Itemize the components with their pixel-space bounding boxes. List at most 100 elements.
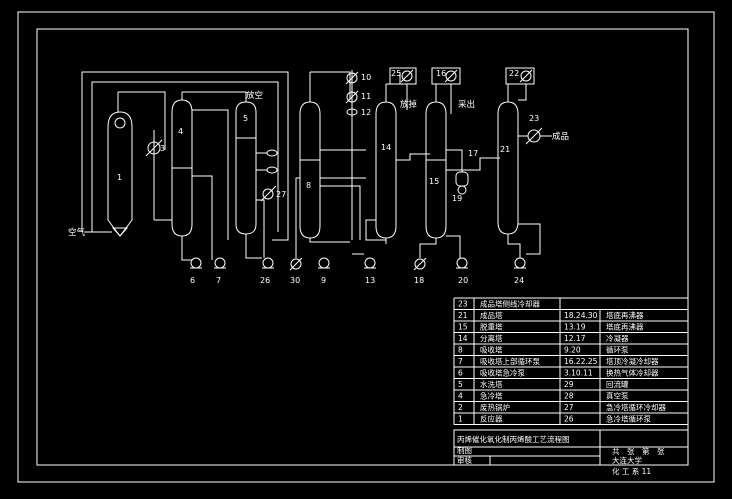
legend-cell-d: 塔底再沸器 bbox=[606, 322, 644, 332]
tower-15 bbox=[425, 84, 447, 239]
label-eq12: 12 bbox=[361, 108, 371, 117]
pump-26 bbox=[262, 257, 274, 269]
legend-cell-c: 12.17 bbox=[564, 334, 586, 343]
drum-19 bbox=[455, 171, 469, 195]
hx-3 bbox=[145, 130, 172, 221]
legend-cell-d: 真空泵 bbox=[606, 391, 629, 401]
label-eq1: 1 bbox=[117, 173, 122, 182]
legend-cell-d: 塔顶冷凝冷却器 bbox=[606, 356, 659, 366]
tower-21 bbox=[497, 84, 519, 235]
label-air: 空气 bbox=[68, 227, 86, 238]
label-vent: 放空 bbox=[246, 90, 263, 101]
pump-24 bbox=[514, 257, 526, 269]
tower-4 bbox=[171, 92, 193, 237]
label-discharge: 放掉 bbox=[400, 99, 418, 110]
label-eq6: 6 bbox=[190, 276, 195, 285]
legend-cell-a: 7 bbox=[458, 357, 463, 366]
label-eq23: 23 bbox=[529, 114, 539, 123]
cooler-25 bbox=[389, 67, 417, 85]
legend-cell-c: 18.24.30 bbox=[564, 311, 598, 320]
legend-cell-b: 成品塔侧线冷却器 bbox=[480, 299, 540, 309]
tower-14 bbox=[375, 84, 397, 239]
hx-18 bbox=[413, 257, 427, 271]
hx-30 bbox=[289, 257, 303, 271]
label-eq19: 19 bbox=[452, 194, 462, 203]
label-eq16: 16 bbox=[436, 69, 446, 78]
label-eq24: 24 bbox=[514, 276, 524, 285]
legend-cell-b: 废热锅炉 bbox=[480, 402, 510, 412]
label-eq26: 26 bbox=[260, 276, 270, 285]
class-info: 化 工 系 11 bbox=[612, 466, 651, 476]
legend-cell-a: 1 bbox=[458, 415, 463, 424]
label-eq15: 15 bbox=[429, 177, 439, 186]
school-name: 大连大学 bbox=[612, 455, 642, 465]
label-eq7: 7 bbox=[216, 276, 221, 285]
title-block: 丙烯催化氧化制丙烯酸工艺流程图 共 张 第 张 制图 审核 大连大学 化 工 系… bbox=[453, 429, 689, 476]
label-eq17: 17 bbox=[468, 149, 478, 158]
legend-cell-b: 成品塔 bbox=[480, 310, 503, 320]
legend-cell-c: 29 bbox=[564, 380, 574, 389]
legend-cell-a: 6 bbox=[458, 369, 463, 378]
outer-frame bbox=[17, 11, 715, 483]
legend-cell-b: 反应器 bbox=[480, 414, 503, 424]
sheet-info: 共 张 第 张 bbox=[612, 446, 665, 456]
pump-20 bbox=[456, 257, 468, 269]
legend-cell-a: 4 bbox=[458, 392, 463, 401]
label-eq13: 13 bbox=[365, 276, 375, 285]
label-product: 成品 bbox=[552, 131, 569, 142]
legend-cell-d: 换热气体冷却器 bbox=[606, 368, 659, 378]
tower-8 bbox=[299, 72, 321, 239]
legend-cell-c: 3.10.11 bbox=[564, 369, 593, 378]
tower-5 bbox=[235, 101, 257, 235]
label-eq30: 30 bbox=[290, 276, 300, 285]
label-eq27: 27 bbox=[276, 190, 286, 199]
reactor-1 bbox=[107, 92, 133, 237]
legend-cell-a: 15 bbox=[458, 323, 468, 332]
cooler-22 bbox=[505, 67, 535, 85]
label-eq20: 20 bbox=[458, 276, 468, 285]
legend-cell-b: 急冷塔 bbox=[480, 391, 503, 401]
label-extract: 采出 bbox=[458, 99, 475, 110]
legend-cell-a: 23 bbox=[458, 300, 468, 309]
legend-cell-b: 水洗塔 bbox=[480, 379, 503, 389]
pump-7 bbox=[214, 257, 226, 269]
legend-cell-c: 9.20 bbox=[564, 346, 581, 355]
legend-cell-a: 8 bbox=[458, 346, 463, 355]
legend-cell-a: 21 bbox=[458, 311, 468, 320]
legend-cell-a: 14 bbox=[458, 334, 468, 343]
label-eq10: 10 bbox=[361, 73, 371, 82]
legend-cell-d: 塔底再沸器 bbox=[606, 310, 644, 320]
legend-cell-b: 脱重塔 bbox=[480, 322, 503, 332]
legend-cell-b: 分离塔 bbox=[480, 333, 503, 343]
legend-cell-c: 27 bbox=[564, 403, 574, 412]
label-eq8: 8 bbox=[306, 181, 311, 190]
checker-label: 审核 bbox=[457, 455, 472, 465]
cooler-16 bbox=[431, 67, 461, 85]
legend-cell-a: 5 bbox=[458, 380, 463, 389]
legend-cell-a: 2 bbox=[458, 403, 463, 412]
drawing-title: 丙烯催化氧化制丙烯酸工艺流程图 bbox=[457, 434, 570, 444]
label-eq3: 3 bbox=[160, 144, 165, 153]
legend-cell-c: 13.19 bbox=[564, 323, 586, 332]
unit-28-29 bbox=[256, 149, 278, 202]
legend-cell-b: 吸收塔 bbox=[480, 345, 503, 355]
legend-cell-b: 吸收塔上部循环泵 bbox=[480, 356, 540, 366]
pump-13 bbox=[364, 257, 376, 269]
pump-9 bbox=[318, 257, 330, 269]
label-eq5: 5 bbox=[243, 114, 248, 123]
cooler-23 bbox=[525, 127, 543, 145]
legend-cell-d: 冷凝器 bbox=[606, 333, 629, 343]
legend-cell-d: 回流罐 bbox=[606, 379, 629, 389]
legend-cell-b: 吸收塔急冷泵 bbox=[480, 368, 525, 378]
designer-label: 制图 bbox=[457, 445, 472, 455]
legend-cell-d: 循环泵 bbox=[606, 345, 629, 355]
label-eq11: 11 bbox=[361, 92, 371, 101]
legend-cell-c: 16.22.25 bbox=[564, 357, 598, 366]
label-eq21: 21 bbox=[500, 145, 510, 154]
legend-cell-c: 26 bbox=[564, 415, 574, 424]
legend-cell-d: 急冷塔循环冷却器 bbox=[606, 402, 666, 412]
label-eq18: 18 bbox=[414, 276, 424, 285]
label-eq22: 22 bbox=[509, 69, 519, 78]
